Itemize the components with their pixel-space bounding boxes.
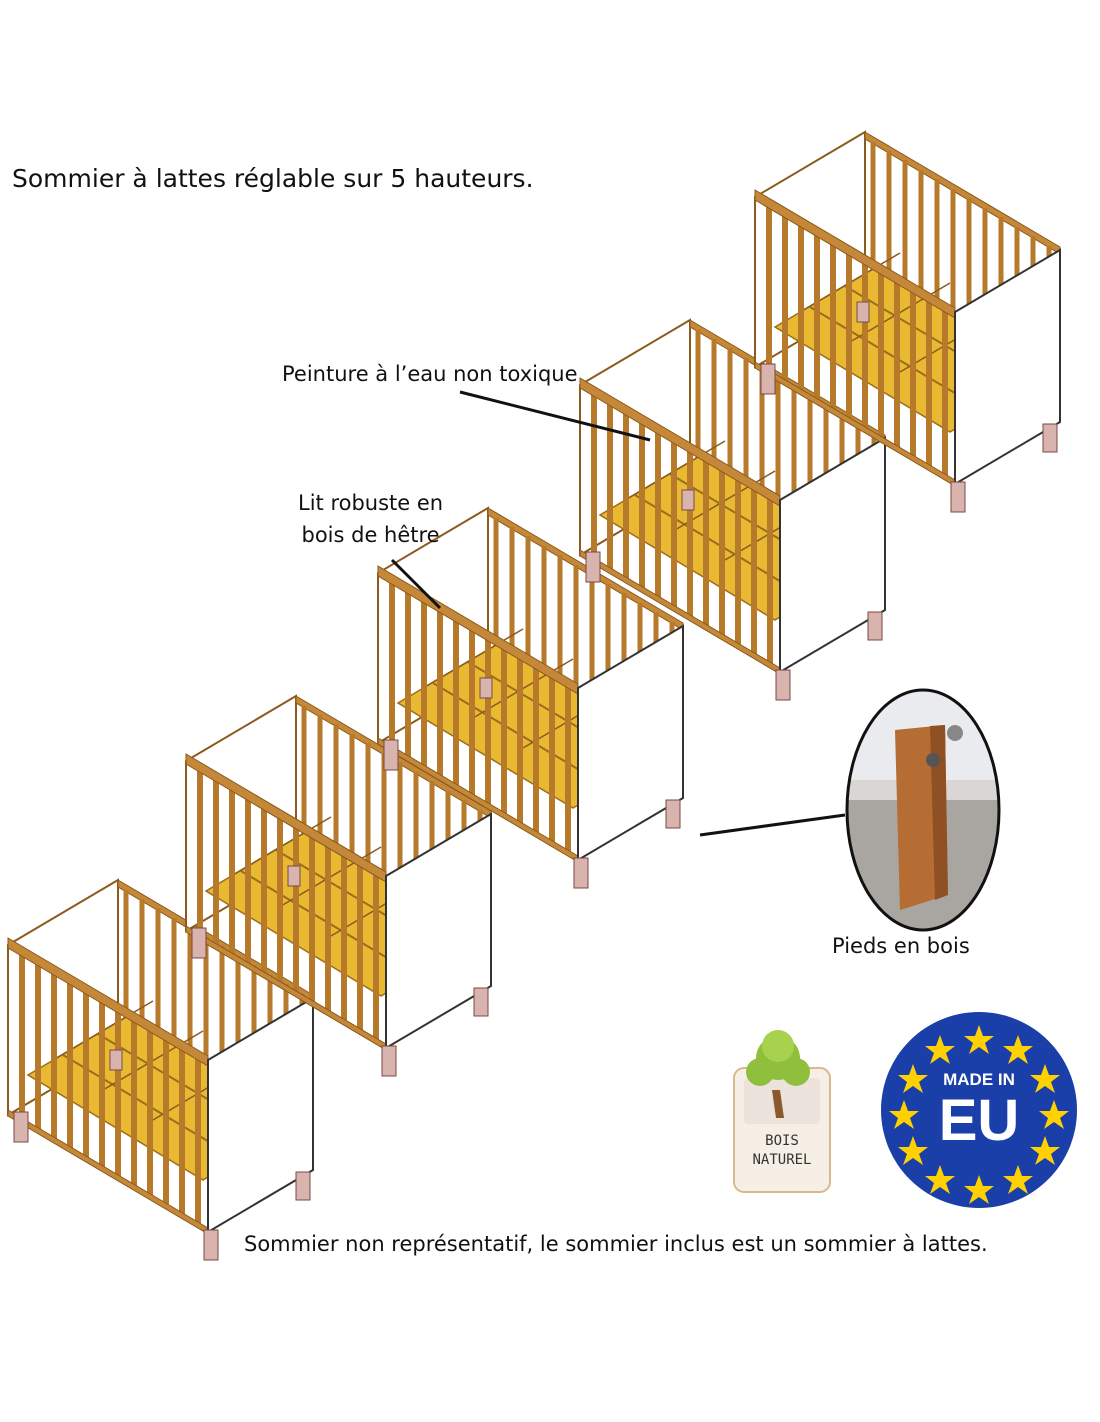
crib-level-1 xyxy=(8,880,313,1260)
sturdy-leader-line xyxy=(390,558,442,610)
callout-feet: Pieds en bois xyxy=(832,934,970,958)
bois-naturel-badge xyxy=(733,1030,831,1193)
made-in-label: MADE IN xyxy=(943,1070,1015,1089)
callout-sturdy-line1: Lit robuste en xyxy=(298,491,444,515)
made-in-eu-badge xyxy=(881,1012,1077,1208)
feet-leader-line xyxy=(699,813,846,837)
naturel-label: NATUREL xyxy=(752,1152,812,1168)
tree-icon xyxy=(746,1030,810,1118)
eu-stars-icon xyxy=(889,1025,1069,1204)
foot-detail-photo xyxy=(845,688,1001,932)
crib-level-5 xyxy=(755,132,1060,512)
crib-level-3 xyxy=(378,508,683,888)
page-title: Sommier à lattes réglable sur 5 hauteurs… xyxy=(12,164,534,193)
bois-naturel-text: BOIS NATUREL xyxy=(734,1132,830,1170)
bois-label: BOIS xyxy=(765,1133,799,1149)
callout-sturdy-line2: bois de hêtre xyxy=(301,523,440,547)
footer-note: Sommier non représentatif, le sommier in… xyxy=(244,1232,988,1256)
callout-paint: Peinture à l’eau non toxique xyxy=(282,362,578,386)
crib-level-2 xyxy=(186,696,491,1076)
eu-label: EU xyxy=(938,1088,1020,1153)
paint-leader-line xyxy=(459,390,651,442)
callout-sturdy-wood: Lit robuste en bois de hêtre xyxy=(298,487,443,551)
